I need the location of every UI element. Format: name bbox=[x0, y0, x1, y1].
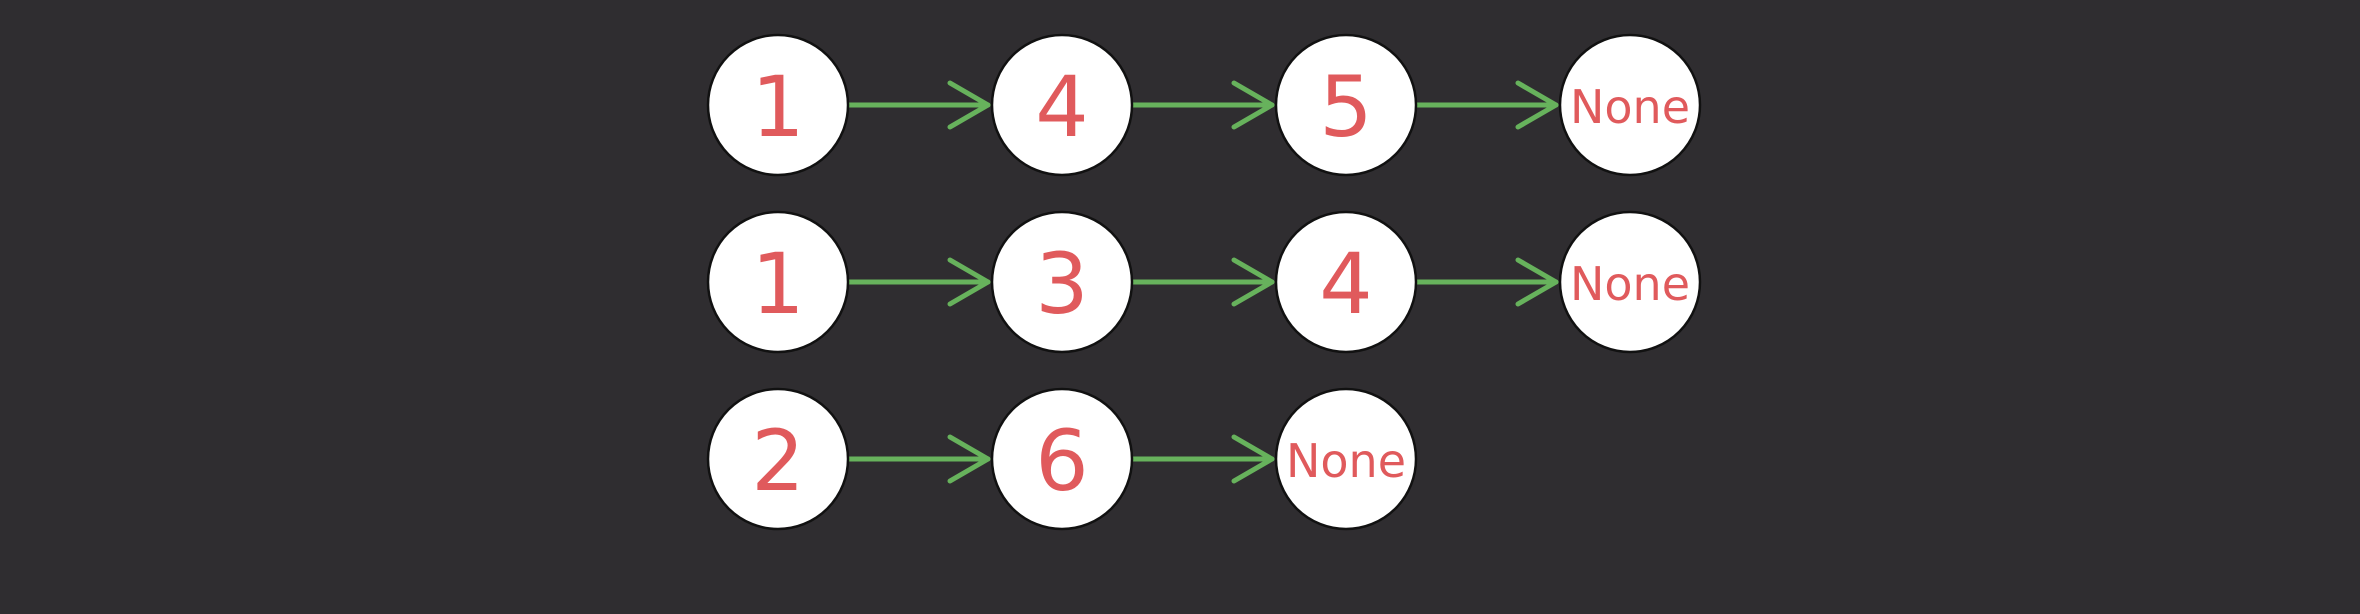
node-circle bbox=[1558, 210, 1702, 354]
list-node: 5 bbox=[1274, 33, 1418, 177]
next-arrow bbox=[845, 80, 991, 130]
list-node: None bbox=[1274, 387, 1418, 531]
list-node: 1 bbox=[706, 33, 850, 177]
linked-list-row: 1 4 5 None bbox=[706, 33, 1702, 177]
node-circle bbox=[1274, 210, 1418, 354]
arrow-head bbox=[1231, 80, 1275, 130]
list-node: 3 bbox=[990, 210, 1134, 354]
node-circle bbox=[1274, 33, 1418, 177]
next-arrow bbox=[1413, 80, 1559, 130]
node-circle bbox=[706, 387, 850, 531]
node-circle bbox=[1558, 33, 1702, 177]
linked-list-row: 2 6 None bbox=[706, 387, 1418, 531]
node-circle bbox=[990, 33, 1134, 177]
node-none-label: None bbox=[1570, 257, 1690, 311]
list-node: 2 bbox=[706, 387, 850, 531]
next-arrow bbox=[1129, 434, 1275, 484]
arrow-head bbox=[1515, 80, 1559, 130]
list-node: 1 bbox=[706, 210, 850, 354]
node-circle bbox=[706, 33, 850, 177]
next-arrow bbox=[1129, 257, 1275, 307]
node-value-label: 4 bbox=[1035, 58, 1088, 156]
arrow-head bbox=[947, 80, 991, 130]
list-node: 4 bbox=[1274, 210, 1418, 354]
node-none-label: None bbox=[1570, 80, 1690, 134]
node-value-label: 1 bbox=[751, 235, 804, 333]
next-arrow bbox=[1129, 80, 1275, 130]
node-value-label: 2 bbox=[751, 412, 804, 510]
list-node: None bbox=[1558, 210, 1702, 354]
next-arrow bbox=[1413, 257, 1559, 307]
node-value-label: 6 bbox=[1035, 412, 1088, 510]
list-node: None bbox=[1558, 33, 1702, 177]
node-value-label: 1 bbox=[751, 58, 804, 156]
arrow-head bbox=[1231, 434, 1275, 484]
list-node: 6 bbox=[990, 387, 1134, 531]
node-value-label: 5 bbox=[1319, 58, 1372, 156]
list-node: 4 bbox=[990, 33, 1134, 177]
node-circle bbox=[1274, 387, 1418, 531]
arrow-head bbox=[947, 434, 991, 484]
node-circle bbox=[706, 210, 850, 354]
node-circle bbox=[990, 387, 1134, 531]
arrow-head bbox=[947, 257, 991, 307]
linked-list-row: 1 3 4 None bbox=[706, 210, 1702, 354]
node-value-label: 3 bbox=[1035, 235, 1088, 333]
arrow-head bbox=[1515, 257, 1559, 307]
next-arrow bbox=[845, 434, 991, 484]
node-circle bbox=[990, 210, 1134, 354]
node-none-label: None bbox=[1286, 434, 1406, 488]
next-arrow bbox=[845, 257, 991, 307]
node-value-label: 4 bbox=[1319, 235, 1372, 333]
arrow-head bbox=[1231, 257, 1275, 307]
